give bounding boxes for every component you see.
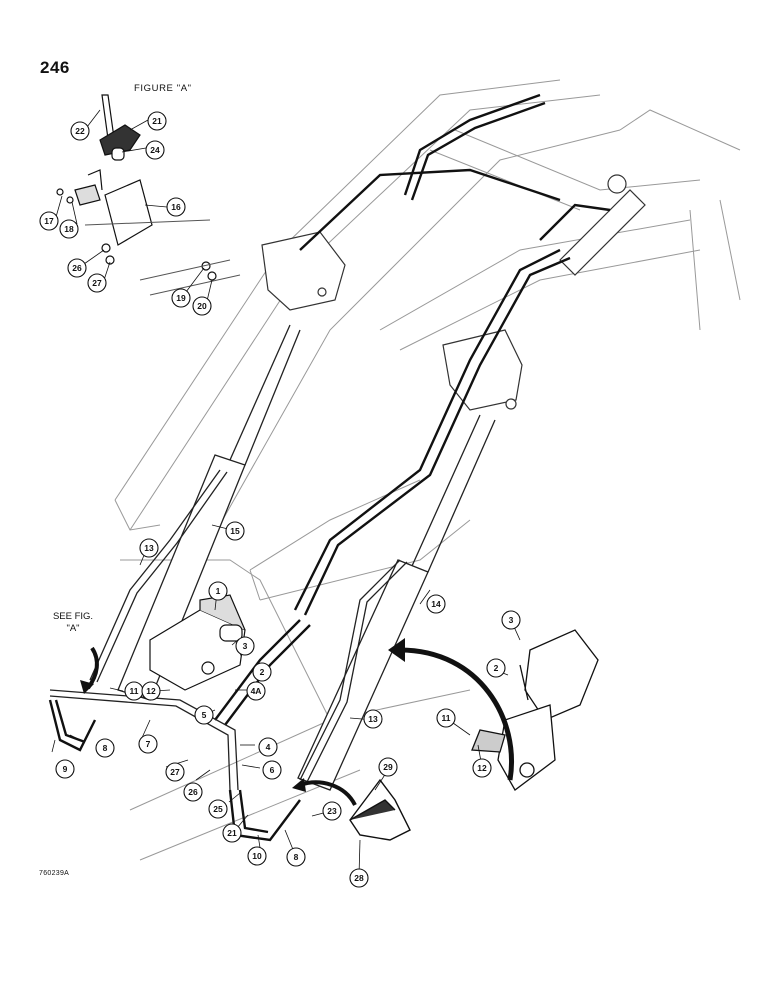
callout-26-lower-label: 26 (188, 787, 198, 797)
figure-a-parts (56, 94, 217, 281)
callout-7-label: 7 (146, 739, 151, 749)
callout-2-detail: 2 (486, 658, 506, 678)
callout-9: 9 (55, 759, 75, 779)
lift-cylinder-14 (297, 414, 496, 791)
callout-2-detail-label: 2 (494, 663, 499, 673)
callout-25-label: 25 (213, 804, 223, 814)
callout-3-detail-label: 3 (509, 615, 514, 625)
callout-7: 7 (138, 734, 158, 754)
callout-26-label: 26 (72, 263, 82, 273)
callout-13-label: 13 (144, 543, 154, 553)
callout-8: 8 (95, 738, 115, 758)
tilt-cylinder-top (559, 174, 646, 276)
callout-20: 20 (192, 296, 212, 316)
callout-26: 26 (67, 258, 87, 278)
callout-27-label: 27 (92, 278, 102, 288)
callout-3: 3 (235, 636, 255, 656)
callout-28-label: 28 (354, 873, 364, 883)
callout-8-lower-label: 8 (294, 852, 299, 862)
callout-15: 15 (225, 521, 245, 541)
callout-12-detail-label: 12 (477, 763, 487, 773)
callout-27: 27 (87, 273, 107, 293)
callout-2: 2 (252, 662, 272, 682)
callout-21-lower: 21 (222, 823, 242, 843)
callout-24: 24 (145, 140, 165, 160)
callout-22-label: 22 (75, 126, 85, 136)
callout-20-label: 20 (197, 301, 207, 311)
callout-19: 19 (171, 288, 191, 308)
callout-13: 13 (139, 538, 159, 558)
control-lever (349, 778, 411, 841)
callout-11: 11 (124, 681, 144, 701)
callout-6-label: 6 (270, 765, 275, 775)
lever-arrow-head (292, 778, 306, 792)
callout-11-label: 11 (130, 686, 139, 696)
steel-tubes (49, 469, 408, 791)
callout-13-lower: 13 (363, 709, 383, 729)
callout-4a-label: 4A (251, 686, 262, 696)
callout-28: 28 (349, 868, 369, 888)
figure-a-frame-lines (84, 219, 241, 296)
lever-arrow (299, 780, 357, 807)
callout-23-label: 23 (327, 806, 337, 816)
callout-19-label: 19 (176, 293, 186, 303)
callout-3-label: 3 (243, 641, 248, 651)
callout-27-lower: 27 (165, 762, 185, 782)
lower-mounting-plate (442, 329, 523, 411)
callout-22: 22 (70, 121, 90, 141)
detail-arrow-head (388, 638, 405, 662)
callout-10-label: 10 (252, 851, 262, 861)
callout-3-detail: 3 (501, 610, 521, 630)
callout-4: 4 (258, 737, 278, 757)
see-figure-a-note: SEE FIG. "A" (52, 611, 94, 634)
callout-2-label: 2 (260, 667, 265, 677)
callout-25: 25 (208, 799, 228, 819)
callout-23: 23 (322, 801, 342, 821)
callout-18-label: 18 (64, 224, 74, 234)
detail-arrow (399, 647, 514, 781)
callout-27-lower-label: 27 (170, 767, 180, 777)
callout-14: 14 (426, 594, 446, 614)
callout-18: 18 (59, 219, 79, 239)
document-code: 760239A (39, 870, 70, 877)
callout-4-label: 4 (266, 742, 271, 752)
callout-11-detail-label: 11 (442, 713, 451, 723)
callout-21-label: 21 (152, 116, 162, 126)
callout-12: 12 (141, 681, 161, 701)
callout-29-label: 29 (383, 762, 393, 772)
callout-12-detail: 12 (472, 758, 492, 778)
control-valve-1 (149, 594, 246, 691)
callout-21: 21 (147, 111, 167, 131)
callout-15-label: 15 (230, 526, 240, 536)
callout-8-label: 8 (103, 743, 108, 753)
callout-29: 29 (378, 757, 398, 777)
callout-9-label: 9 (63, 764, 68, 774)
callout-12-label: 12 (146, 686, 156, 696)
callout-16-label: 16 (171, 202, 181, 212)
callout-26-lower: 26 (183, 782, 203, 802)
callout-14-label: 14 (431, 599, 441, 609)
callout-11-detail: 11 (436, 708, 456, 728)
callout-16: 16 (166, 197, 186, 217)
see-fig-arrow (86, 646, 99, 690)
callout-10: 10 (247, 846, 267, 866)
page-number: 246 (40, 58, 70, 77)
callout-24-label: 24 (150, 145, 160, 155)
callout-17: 17 (39, 211, 59, 231)
upper-mounting-plate (261, 231, 346, 311)
callout-8-lower: 8 (286, 847, 306, 867)
callout-4a: 4A (246, 681, 266, 701)
callout-17-label: 17 (44, 216, 54, 226)
callout-1-label: 1 (216, 586, 221, 596)
callout-5: 5 (194, 705, 214, 725)
see-fig-arrow-head (80, 680, 94, 694)
callout-6: 6 (262, 760, 282, 780)
callout-1: 1 (208, 581, 228, 601)
callout-13-lower-label: 13 (368, 714, 378, 724)
figure-a-title: FIGURE "A" (134, 83, 192, 94)
callout-5-label: 5 (202, 710, 207, 720)
callout-21-lower-label: 21 (227, 828, 237, 838)
